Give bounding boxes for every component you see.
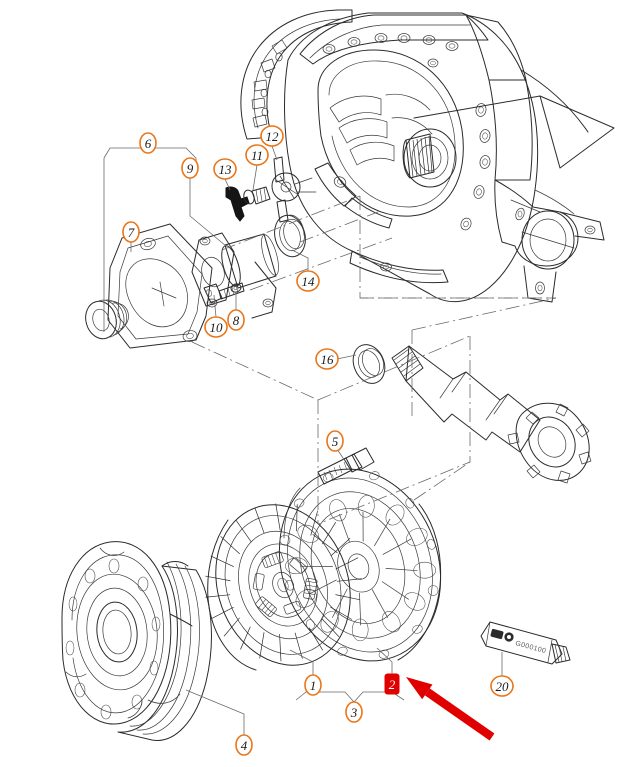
- callout-9: 9: [181, 157, 199, 179]
- release-bearing-sleeve: [85, 299, 129, 340]
- shaft-end-flange: [507, 402, 592, 484]
- callout-ring: [326, 430, 344, 452]
- callout-ring: [260, 125, 284, 147]
- seal-ring-14: [274, 214, 306, 258]
- callout-ring: [139, 132, 157, 154]
- clutch-bolt-5: [317, 447, 375, 485]
- callout-8: 8: [227, 309, 245, 331]
- callout-ring: [245, 144, 269, 166]
- callout-ring: [181, 157, 199, 179]
- push-rod-11: [243, 186, 271, 205]
- release-lever-12: [271, 156, 317, 223]
- callout-ring: [204, 316, 228, 338]
- transmission-bell-housing: [240, 9, 615, 303]
- callout-20: 20: [490, 675, 514, 697]
- callout-12: 12: [260, 125, 284, 147]
- callout-6: 6: [139, 132, 157, 154]
- washer-8: [230, 283, 242, 293]
- callout-11: 11: [245, 144, 269, 166]
- callout-ring: [296, 270, 320, 292]
- arrow-head: [406, 677, 433, 700]
- callout-13: 13: [213, 158, 237, 180]
- arrow-shaft: [424, 688, 495, 741]
- friction-lining-segments: [205, 503, 362, 662]
- hex-socket-bolt-10: [203, 282, 245, 304]
- callout-ring: [227, 309, 245, 331]
- callout-highlight-box: [384, 673, 400, 695]
- callout-16: 16: [315, 348, 339, 370]
- callout-ring: [122, 221, 140, 243]
- callout-ring: [213, 158, 237, 180]
- callout-1: 1: [304, 674, 322, 696]
- input-shaft-assembly: [352, 344, 592, 484]
- callout-4: 4: [235, 734, 253, 756]
- callout-ring: [490, 675, 514, 697]
- sleeve-flange-plate: [191, 232, 277, 319]
- callout-14: 14: [296, 270, 320, 292]
- torsion-damper-hub: [252, 551, 318, 618]
- callout-5: 5: [326, 430, 344, 452]
- callout-2: 2: [384, 673, 400, 695]
- retaining-clip-13: [225, 186, 250, 222]
- clutch-friction-disc-1: [205, 503, 362, 671]
- callout-ring: [345, 701, 363, 723]
- red-pointer-arrow: [406, 677, 495, 741]
- callout-ring: [315, 348, 339, 370]
- callout-7: 7: [122, 221, 140, 243]
- callout-10: 10: [204, 316, 228, 338]
- callout-ring: [304, 674, 322, 696]
- callout-ring: [235, 734, 253, 756]
- callout-3: 3: [345, 701, 363, 723]
